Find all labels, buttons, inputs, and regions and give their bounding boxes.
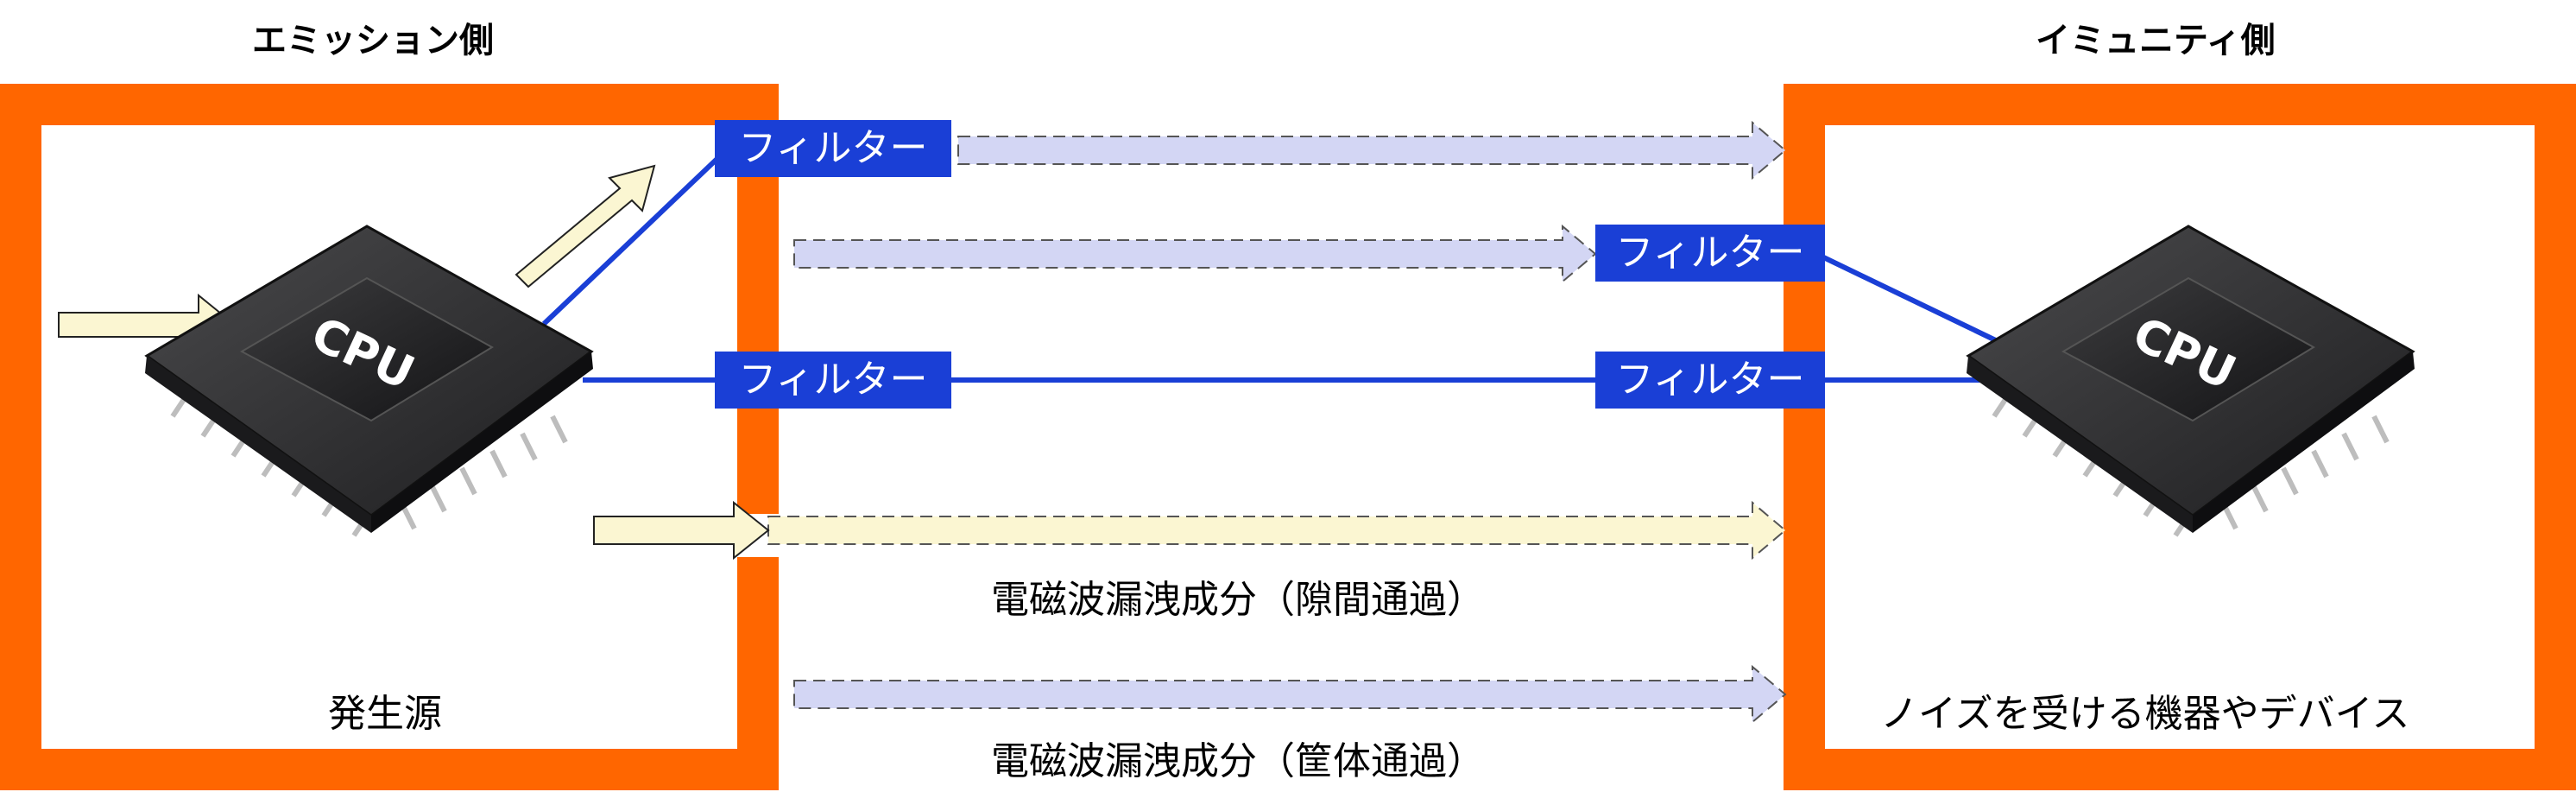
filter-immunity-main: フィルター xyxy=(1595,352,1825,409)
filter-emission-top: フィルター xyxy=(715,120,951,177)
wire-immunity-top xyxy=(1811,250,2005,346)
source-label: 発生源 xyxy=(328,692,442,736)
noise-arrow-radiated xyxy=(515,164,656,288)
leak-label-gap: 電磁波漏洩成分（隙間通過） xyxy=(991,578,1485,622)
leak-arrow-gap xyxy=(767,500,1787,561)
noise-arrow-gap-source xyxy=(593,500,770,561)
immunity-enclosure xyxy=(1784,84,2576,790)
leak-arrow-enclosure xyxy=(793,664,1787,725)
emission-heading: エミッション側 xyxy=(252,21,494,60)
cpu-chip-immunity: CPU xyxy=(1967,226,2415,535)
leak-arrow-second xyxy=(793,224,1597,284)
wire-emission-top xyxy=(541,149,728,326)
device-label: ノイズを受ける機器やデバイス xyxy=(1880,692,2410,736)
leak-label-enclosure: 電磁波漏洩成分（筐体通過） xyxy=(991,739,1485,783)
immunity-heading: イミュニティ側 xyxy=(2036,21,2276,60)
filter-emission-main: フィルター xyxy=(715,352,951,409)
filter-immunity-top: フィルター xyxy=(1595,225,1825,282)
cpu-chip-emission: CPU xyxy=(145,226,593,535)
leak-arrow-top xyxy=(957,120,1787,181)
